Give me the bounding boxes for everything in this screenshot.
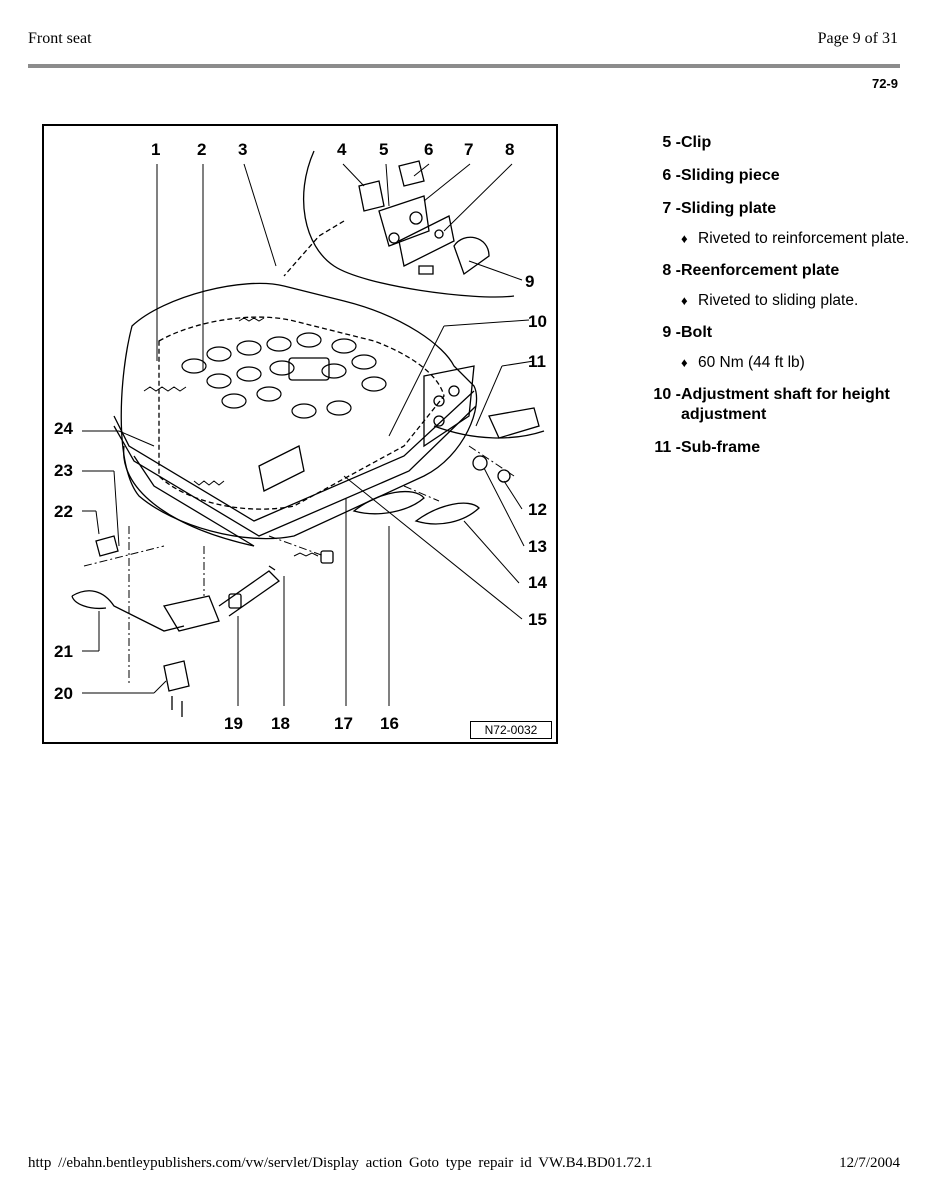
callout-18: 18 — [271, 714, 290, 733]
legend-item-11: 11 - Sub-frame — [645, 438, 915, 458]
legend-number: 7 - — [662, 200, 681, 217]
callout-2: 2 — [197, 140, 207, 159]
legend-label: Sliding plate — [681, 200, 777, 217]
callout-4: 4 — [337, 140, 347, 159]
diamond-bullet-icon: ♦ — [681, 355, 688, 370]
page-number: Page 9 of 31 — [817, 30, 898, 47]
callout-8: 8 — [505, 140, 515, 159]
callout-20: 20 — [54, 684, 73, 703]
diamond-bullet-icon: ♦ — [681, 293, 688, 308]
legend-label: Clip — [681, 134, 712, 151]
callout-10: 10 — [528, 312, 547, 331]
exploded-diagram: 1 2 3 4 5 6 7 8 9 10 11 12 13 14 15 16 1… — [42, 124, 558, 744]
page-header-title: Front seat — [28, 30, 92, 47]
legend-label: Adjustment shaft for height adjustment — [681, 386, 890, 423]
legend-item-6: 6 - Sliding piece — [645, 166, 915, 186]
figure-code: N72-0032 — [470, 721, 552, 739]
legend-note: ♦ Riveted to sliding plate. — [681, 290, 915, 311]
callout-13: 13 — [528, 537, 547, 556]
legend-number: 6 - — [662, 167, 681, 184]
footer-url: http //ebahn.bentleypublishers.com/vw/se… — [28, 1155, 653, 1171]
legend-item-5: 5 - Clip — [645, 133, 915, 153]
legend-note-text: Riveted to sliding plate. — [698, 292, 859, 309]
callout-12: 12 — [528, 500, 547, 519]
header-divider — [28, 64, 900, 68]
legend-item-10: 10 - Adjustment shaft for height adjustm… — [645, 385, 915, 425]
callout-15: 15 — [528, 610, 547, 629]
legend-number: 9 - — [662, 324, 681, 341]
legend-item-9: 9 - Bolt — [645, 323, 915, 343]
legend-number: 8 - — [662, 262, 681, 279]
legend-label: Reenforcement plate — [681, 262, 840, 279]
callout-22: 22 — [54, 502, 73, 521]
legend-label: Sub-frame — [681, 439, 761, 456]
callout-24: 24 — [54, 419, 73, 438]
legend-label: Bolt — [681, 324, 713, 341]
diamond-bullet-icon: ♦ — [681, 231, 688, 246]
callout-1: 1 — [151, 140, 161, 159]
callout-6: 6 — [424, 140, 434, 159]
callout-3: 3 — [238, 140, 248, 159]
legend-note-text: Riveted to reinforcement plate. — [698, 230, 910, 247]
callout-17: 17 — [334, 714, 353, 733]
legend-item-7: 7 - Sliding plate — [645, 199, 915, 219]
callout-11: 11 — [528, 352, 546, 371]
callout-7: 7 — [464, 140, 474, 159]
section-number: 72-9 — [871, 76, 898, 91]
callout-19: 19 — [224, 714, 243, 733]
legend-number: 11 - — [654, 439, 681, 456]
parts-legend: 5 - Clip 6 - Sliding piece 7 - Sliding p… — [645, 133, 915, 471]
callout-9: 9 — [525, 272, 535, 291]
callout-23: 23 — [54, 461, 73, 480]
seat-frame-drawing — [71, 150, 545, 717]
footer-date: 12/7/2004 — [839, 1155, 900, 1171]
legend-note: ♦ Riveted to reinforcement plate. — [681, 228, 915, 249]
callout-21: 21 — [54, 642, 73, 661]
legend-item-8: 8 - Reenforcement plate — [645, 261, 915, 281]
legend-number: 5 - — [662, 134, 681, 151]
callout-14: 14 — [528, 573, 547, 592]
legend-note: ♦ 60 Nm (44 ft lb) — [681, 352, 915, 373]
legend-number: 10 - — [653, 386, 681, 403]
callout-16: 16 — [380, 714, 399, 733]
callout-5: 5 — [379, 140, 389, 159]
legend-label: Sliding piece — [681, 167, 780, 184]
legend-note-text: 60 Nm (44 ft lb) — [698, 354, 805, 371]
